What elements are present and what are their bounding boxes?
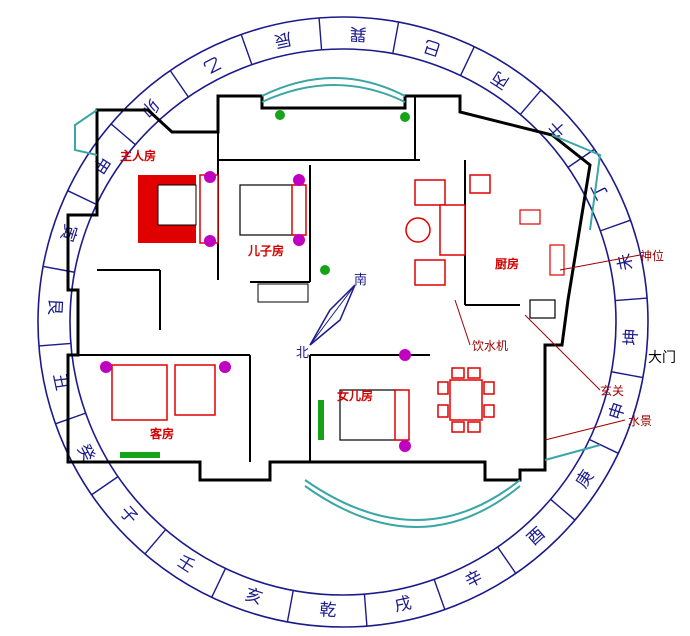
daughter-bed xyxy=(318,349,411,452)
ring-divider xyxy=(211,568,227,598)
guest-bed xyxy=(100,361,231,458)
ring-character: 丑 xyxy=(49,372,72,393)
guest-room-label: 客房 xyxy=(149,426,174,441)
ring-divider xyxy=(318,17,323,50)
dining-table xyxy=(437,367,495,433)
ring-character: 申 xyxy=(606,400,630,422)
ring-character: 壬 xyxy=(173,551,198,577)
ring-character: 坤 xyxy=(621,328,642,346)
ring-character: 乙 xyxy=(200,52,224,78)
ring-character: 子 xyxy=(115,502,141,528)
ring-character: 辛 xyxy=(462,567,486,593)
compass-south-label: 南 xyxy=(354,272,367,288)
ring-character: 庚 xyxy=(572,467,598,492)
ring-character: 丙 xyxy=(488,67,513,93)
ring-divider xyxy=(392,21,400,54)
ring-divider xyxy=(519,89,542,115)
son-room-label: 儿子房 xyxy=(247,243,284,258)
plants xyxy=(275,110,410,275)
ring-character: 亥 xyxy=(243,585,265,609)
ring-divider xyxy=(363,594,368,627)
kitchen-fixtures xyxy=(519,209,565,319)
kitchen-label: 厨房 xyxy=(495,256,519,271)
ring-character: 辰 xyxy=(273,28,294,51)
ring-character: 乾 xyxy=(319,600,337,621)
water-dispenser-label: 饮水机 xyxy=(472,339,508,353)
ring-divider xyxy=(433,579,446,610)
ring-divider xyxy=(240,34,253,65)
entrance-label: 玄关 xyxy=(600,383,624,398)
ring-divider xyxy=(144,529,167,555)
ring-character: 卯 xyxy=(137,94,163,120)
ring-divider xyxy=(286,590,294,623)
compass-north-label: 北 xyxy=(296,346,309,361)
ring-character: 丁 xyxy=(588,179,614,203)
ring-divider xyxy=(91,476,119,496)
ring-character: 甲 xyxy=(88,152,114,177)
ring-divider xyxy=(38,342,71,347)
ring-divider xyxy=(55,412,86,425)
ring-character: 未 xyxy=(614,252,637,273)
callout-lines xyxy=(454,254,641,441)
master-bedroom-label: 主人房 xyxy=(120,148,156,163)
living-sofas xyxy=(405,174,491,286)
ring-divider xyxy=(459,46,475,76)
ring-character: 巳 xyxy=(421,35,443,59)
bay-windows xyxy=(74,77,602,528)
ring-divider xyxy=(110,123,136,146)
ring-divider xyxy=(589,438,619,454)
son-bed xyxy=(239,174,309,303)
daughter-room-label: 女儿房 xyxy=(337,388,373,403)
ring-divider xyxy=(67,190,97,206)
ring-divider xyxy=(169,70,189,98)
center-compass: 北 南 xyxy=(296,272,367,361)
water-feature-label: 水景 xyxy=(628,414,652,428)
ring-divider xyxy=(550,498,576,521)
ring-character: 巽 xyxy=(349,23,367,44)
ring-divider xyxy=(42,265,75,273)
ring-divider xyxy=(611,371,644,379)
ring-divider xyxy=(615,297,648,302)
master-bed xyxy=(138,171,219,247)
ring-character: 艮 xyxy=(44,298,65,316)
ring-divider xyxy=(497,546,517,574)
main-door-label: 大门 xyxy=(648,350,676,366)
ring-divider xyxy=(600,219,631,232)
ring-character: 戌 xyxy=(393,593,414,616)
ring-character: 酉 xyxy=(523,524,549,550)
shrine-label: 神位 xyxy=(640,248,664,263)
